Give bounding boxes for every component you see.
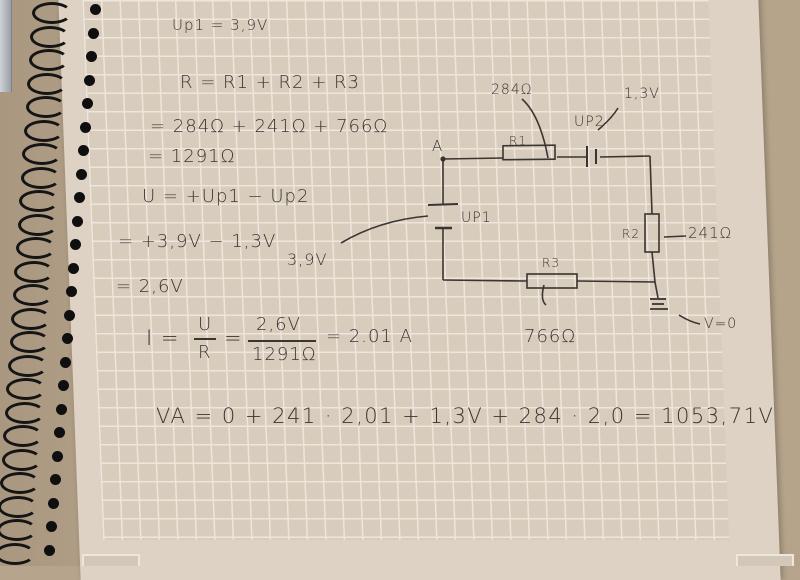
wire-a-r1 bbox=[442, 157, 504, 160]
page-tab-left bbox=[82, 554, 140, 566]
spiral-ring-end bbox=[90, 4, 101, 15]
wire-to-ground bbox=[654, 281, 659, 299]
leader-r1-value bbox=[521, 98, 549, 159]
current-value-numerator: 2,6V bbox=[256, 314, 301, 335]
resistor-r1 bbox=[502, 144, 556, 161]
wire-right-top bbox=[649, 155, 653, 215]
voltage-result: = 2,6V bbox=[116, 276, 184, 297]
spiral-ring bbox=[32, 2, 72, 24]
spiral-ring-end bbox=[54, 427, 65, 438]
spiral-ring bbox=[22, 143, 63, 165]
side-object bbox=[0, 0, 12, 92]
resistance-total: = 1291Ω bbox=[148, 146, 236, 167]
spiral-ring bbox=[30, 25, 71, 48]
page-tab-right bbox=[736, 554, 794, 566]
wire-bottom-left bbox=[442, 279, 528, 282]
spiral-ring-end bbox=[48, 497, 59, 509]
voltage-formula: U = +Up1 − Up2 bbox=[142, 186, 310, 207]
spiral-ring bbox=[0, 472, 40, 494]
spiral-ring bbox=[11, 307, 52, 330]
resistor-r2 bbox=[644, 213, 660, 253]
spiral-ring bbox=[19, 190, 60, 212]
spiral-ring bbox=[4, 401, 45, 424]
r1-value: 284Ω bbox=[491, 82, 533, 98]
up2-value: 1,3V bbox=[624, 86, 660, 102]
r2-label: R2 bbox=[622, 227, 640, 241]
up1-label: UP1 bbox=[461, 210, 492, 226]
node-a-label: A bbox=[432, 137, 444, 155]
spiral-ring-end bbox=[84, 74, 95, 86]
leader-ground bbox=[678, 314, 701, 325]
spiral-binding bbox=[0, 0, 110, 566]
current-equals: = bbox=[224, 326, 243, 350]
spiral-ring bbox=[27, 72, 68, 95]
spiral-ring-end bbox=[76, 168, 87, 180]
battery-up1-plate-long bbox=[427, 203, 459, 206]
wire-bottom-right bbox=[576, 280, 656, 283]
spiral-ring-end bbox=[86, 51, 97, 62]
up1-value: 3,9V bbox=[287, 250, 328, 269]
va-equation: VA = 0 + 241 · 2,01 + 1,3V + 284 · 2,0 =… bbox=[156, 404, 775, 428]
current-result: = 2.01 A bbox=[326, 326, 413, 347]
ground-label: V=0 bbox=[704, 316, 738, 332]
current-fraction-numerator: U bbox=[198, 314, 213, 335]
spiral-ring bbox=[16, 237, 56, 259]
up1-given: Up1 = 3,9V bbox=[172, 16, 269, 34]
spiral-ring bbox=[0, 495, 39, 518]
spiral-ring bbox=[1, 448, 42, 471]
spiral-ring-end bbox=[88, 27, 99, 39]
leader-up2-value bbox=[597, 107, 619, 131]
spiral-ring-end bbox=[52, 450, 63, 462]
spiral-ring bbox=[14, 260, 55, 283]
wire-up2-corner bbox=[599, 155, 651, 158]
leader-r3-value bbox=[541, 284, 547, 306]
spiral-ring bbox=[17, 213, 58, 236]
voltage-values: = +3,9V − 1,3V bbox=[118, 231, 277, 252]
spiral-ring bbox=[24, 119, 64, 142]
spiral-ring bbox=[8, 354, 48, 377]
spiral-ring-end bbox=[72, 215, 83, 227]
current-value-denominator: 1291Ω bbox=[252, 344, 317, 365]
spiral-ring bbox=[28, 49, 69, 71]
spiral-ring-end bbox=[50, 474, 61, 485]
spiral-ring bbox=[3, 425, 44, 447]
r2-value: 241Ω bbox=[688, 224, 733, 242]
spiral-ring bbox=[0, 542, 36, 565]
up2-label: UP2 bbox=[574, 114, 605, 130]
spiral-ring bbox=[25, 96, 66, 118]
r1-label: R1 bbox=[509, 134, 527, 148]
resistance-values: = 284Ω + 241Ω + 766Ω bbox=[150, 116, 389, 137]
r3-value: 766Ω bbox=[524, 326, 577, 347]
spiral-ring-end bbox=[62, 333, 73, 344]
spiral-ring-end bbox=[56, 403, 67, 415]
spiral-ring-end bbox=[70, 239, 81, 250]
leader-r2-value bbox=[663, 235, 687, 238]
spiral-ring-end bbox=[66, 286, 77, 297]
spiral-ring-end bbox=[58, 380, 69, 391]
spiral-ring-end bbox=[78, 145, 89, 156]
spiral-ring-end bbox=[82, 98, 93, 109]
spiral-ring-end bbox=[60, 356, 71, 368]
resistor-r3 bbox=[526, 273, 578, 289]
wire-r2-ground bbox=[651, 251, 656, 283]
spiral-ring bbox=[6, 378, 47, 400]
fraction-line-values bbox=[248, 340, 316, 342]
current-label: I = bbox=[146, 326, 180, 350]
spiral-ring bbox=[9, 331, 50, 353]
circuit-diagram bbox=[340, 98, 701, 325]
spiral-ring bbox=[0, 519, 37, 541]
leader-up1-value bbox=[340, 215, 429, 244]
spiral-ring-end bbox=[74, 192, 85, 203]
resistance-formula: R = R1 + R2 + R3 bbox=[180, 72, 360, 93]
spiral-ring-end bbox=[68, 262, 79, 274]
spiral-ring-end bbox=[44, 544, 55, 556]
fraction-line-ur bbox=[194, 338, 216, 340]
spiral-ring-end bbox=[46, 521, 57, 532]
spiral-ring-end bbox=[64, 309, 75, 321]
r3-label: R3 bbox=[542, 256, 560, 270]
spiral-ring-end bbox=[80, 121, 91, 133]
spiral-ring bbox=[20, 166, 61, 189]
spiral-ring bbox=[12, 284, 53, 306]
current-fraction-denominator: R bbox=[198, 342, 212, 363]
